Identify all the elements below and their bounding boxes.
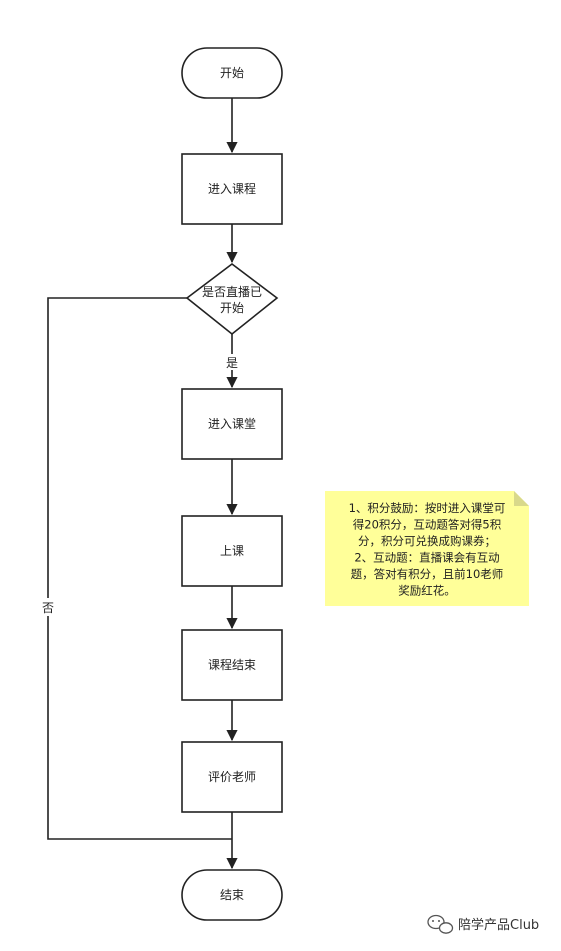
process-shape <box>181 741 283 813</box>
note-shape <box>325 491 529 606</box>
terminal-shape <box>181 869 283 921</box>
node-start: 开始 <box>181 47 283 99</box>
wechat-icon <box>427 914 454 934</box>
note-folded-corner <box>514 491 529 506</box>
note-line: 分，积分可兑换成购课券； <box>358 534 496 548</box>
note-line: 得20积分，互动题答对得5积 <box>353 518 502 532</box>
node-decision-label-line1: 是否直播已 <box>202 285 262 299</box>
decision-shape <box>185 262 279 336</box>
process-shape <box>181 153 283 225</box>
watermark-label: 陪学产品Club <box>458 917 539 933</box>
note-line: 题，答对有积分，且前10老师 <box>351 567 504 581</box>
process-shape <box>181 629 283 701</box>
node-decision-label-line2: 开始 <box>220 301 244 315</box>
node-course-end-label: 课程结束 <box>208 657 256 672</box>
edge-label-no: 否 <box>42 601 54 615</box>
note-line: 1、积分鼓励：按时进入课堂可 <box>349 501 506 515</box>
node-decision: 是否直播已 开始 <box>185 262 279 336</box>
node-rate-teacher-label: 评价老师 <box>208 770 256 784</box>
edge-decision-no-loop <box>47 297 232 840</box>
note-text: 1、积分鼓励：按时进入课堂可得20积分，互动题答对得5积分，积分可兑换成购课券；… <box>349 501 506 598</box>
node-enter-classroom-label: 进入课堂 <box>208 417 256 431</box>
note-line: 奖励红花。 <box>398 584 456 598</box>
node-end-label: 结束 <box>220 888 244 902</box>
node-start-label: 开始 <box>220 66 244 80</box>
note: 1、积分鼓励：按时进入课堂可得20积分，互动题答对得5积分，积分可兑换成购课券；… <box>325 491 529 606</box>
node-enter-classroom: 进入课堂 <box>181 388 283 460</box>
node-end: 结束 <box>181 869 283 921</box>
node-rate-teacher: 评价老师 <box>181 741 283 813</box>
node-attend-class-label: 上课 <box>220 544 244 558</box>
yes-label-bg <box>222 354 242 370</box>
edges <box>47 98 238 870</box>
edge-label-yes: 是 <box>226 356 238 370</box>
node-attend-class: 上课 <box>181 515 283 587</box>
process-shape <box>181 515 283 587</box>
node-course-end: 课程结束 <box>181 629 283 701</box>
terminal-shape <box>181 47 283 99</box>
node-enter-course: 进入课程 <box>181 153 283 225</box>
node-enter-course-label: 进入课程 <box>208 181 256 196</box>
process-shape <box>181 388 283 460</box>
note-line: 2、互动题：直播课会有互动 <box>354 551 499 565</box>
watermark: 陪学产品Club <box>427 914 539 934</box>
no-label-bg <box>39 598 57 616</box>
